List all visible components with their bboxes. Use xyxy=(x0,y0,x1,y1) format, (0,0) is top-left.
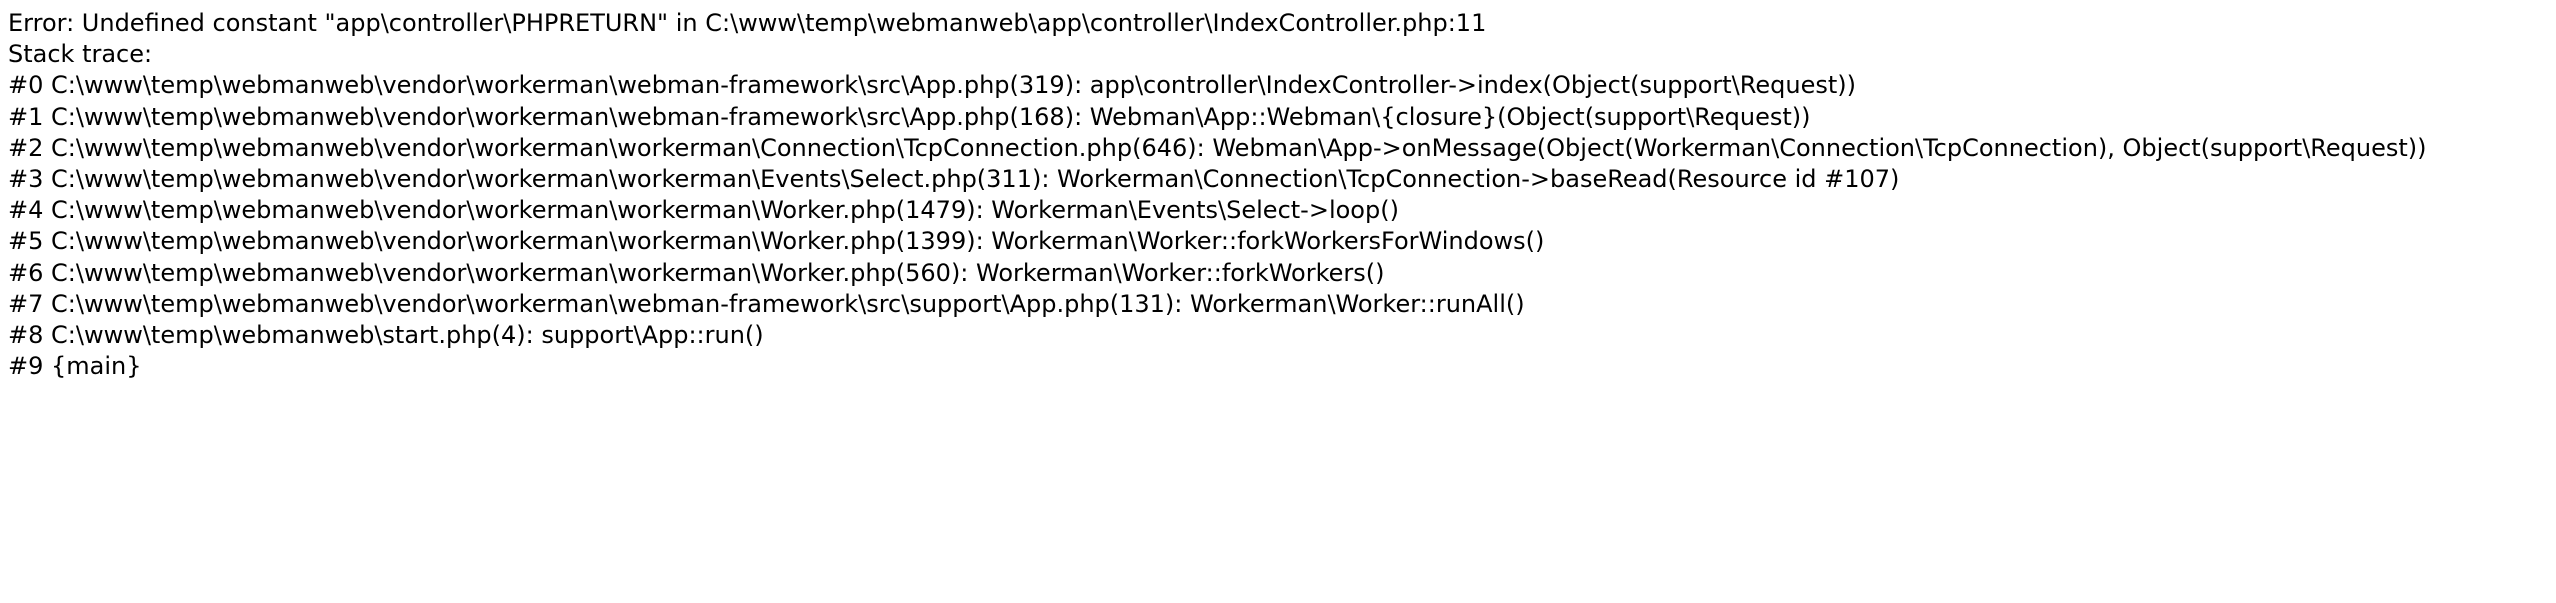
stack-frame: #4 C:\www\temp\webmanweb\vendor\workerma… xyxy=(8,196,1399,225)
stack-frame: #3 C:\www\temp\webmanweb\vendor\workerma… xyxy=(8,164,1900,193)
stack-frame: #8 C:\www\temp\webmanweb\start.php(4): s… xyxy=(8,320,764,349)
stack-frame: #1 C:\www\temp\webmanweb\vendor\workerma… xyxy=(8,102,1811,131)
stack-frame: #7 C:\www\temp\webmanweb\vendor\workerma… xyxy=(8,289,1525,318)
stack-frame: #0 C:\www\temp\webmanweb\vendor\workerma… xyxy=(8,71,1856,100)
stack-frame: #6 C:\www\temp\webmanweb\vendor\workerma… xyxy=(8,258,1385,287)
stack-trace-label: Stack trace: xyxy=(8,40,153,69)
stack-trace: #0 C:\www\temp\webmanweb\vendor\workerma… xyxy=(8,70,2556,382)
stack-frame: #2 C:\www\temp\webmanweb\vendor\workerma… xyxy=(8,133,2427,162)
stack-frame: #5 C:\www\temp\webmanweb\vendor\workerma… xyxy=(8,227,1545,256)
error-message: Error: Undefined constant "app\controlle… xyxy=(8,9,1487,37)
stack-frame: #9 {main} xyxy=(8,352,142,381)
